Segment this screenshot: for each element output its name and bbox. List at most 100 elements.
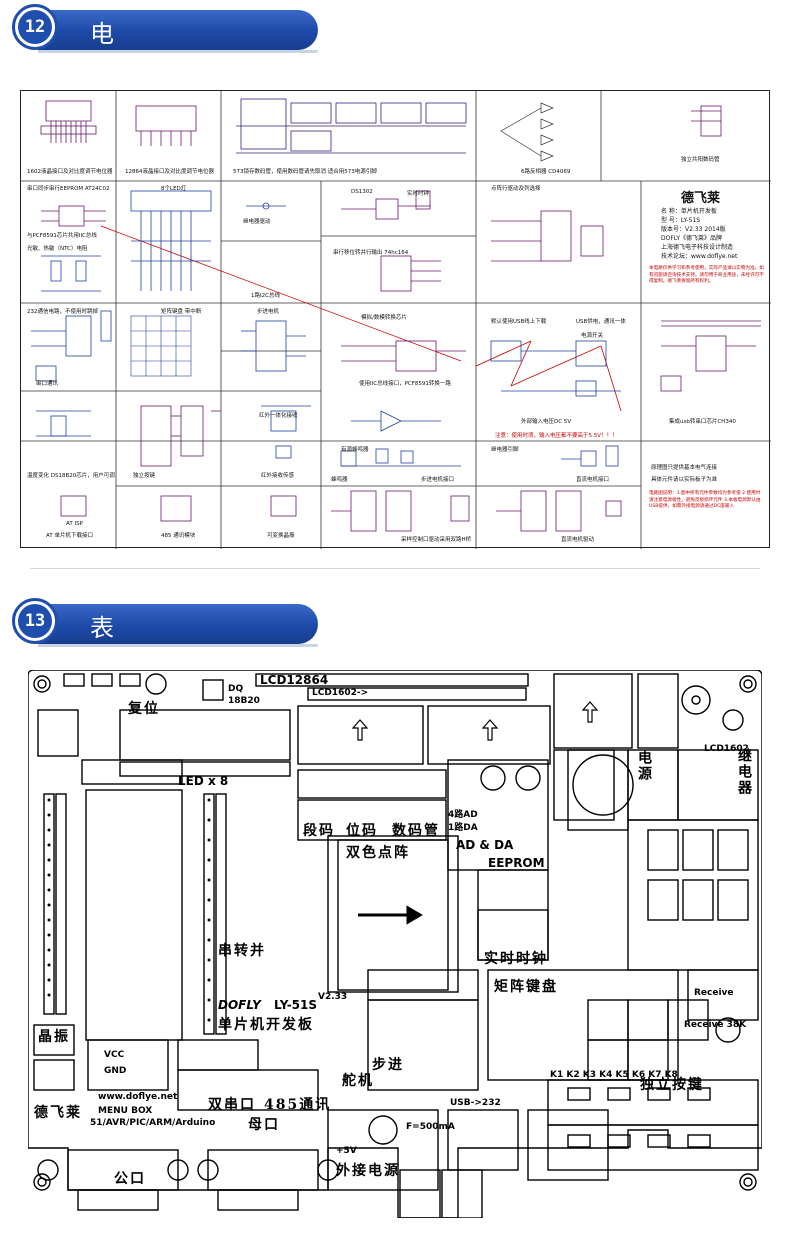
label-dot-matrix: 双色点阵 [346, 845, 410, 861]
tb-owner: DOFLY《德飞莱》品牌 [661, 235, 723, 242]
title-block: 德飞莱 名 称：单片机开发板 型 号：LY-51S 版本号：V2.33 2014… [661, 191, 761, 261]
pcb-drawing [28, 670, 762, 1218]
label-usb232: USB->232 [450, 1098, 501, 1108]
label-led8: LED x 8 [178, 774, 229, 788]
label-cd4069: 6路反相器 CD4069 [521, 169, 571, 175]
label-rs485: 485 通讯模块 [161, 533, 196, 539]
label-da1: 1路DA [448, 823, 478, 833]
section-number-badge: 13 [12, 598, 58, 644]
section-divider [30, 568, 760, 569]
label-ext-power: 外接电源 [336, 1163, 400, 1179]
label-warning-red: 注意：使用时须，输入电压都不要高于5.5V！！！ [495, 433, 618, 439]
label-dofly: DOFLY [218, 998, 261, 1012]
label-dot-matrix: 点阵行驱动及列选择 [491, 186, 541, 192]
label-ds18b20: 18B20 [228, 696, 260, 706]
label-hc164: 串行移位转并行输出 74hc164 [333, 250, 409, 256]
section-number: 12 [18, 10, 52, 44]
label-ad-da: 模拟/数模转换芯片 [361, 315, 407, 321]
label-power-switch: 电源开关 [581, 333, 604, 339]
label-vcc: VCC [104, 1050, 125, 1060]
label-lcd1602-right: LCD1602 [704, 744, 749, 754]
label-right-note2: 具体元件请以实际板子为准 [651, 477, 718, 483]
label-v5: +5V [336, 1146, 357, 1156]
label-power: 电源 [636, 750, 652, 782]
label-eeprom: EEPROM [488, 856, 545, 870]
label-dq: DQ [228, 684, 244, 694]
label-motor2: 直流电机接口 [576, 477, 610, 483]
label-exp: 可变换晶振 [267, 533, 295, 539]
pcb-silkscreen: LCD12864 LCD1602-> DQ 18B20 复位 LED x 8 数… [28, 670, 762, 1218]
label-digits: 573锁存数码管，使用数码管请先取消 适合用573电源引脚 [233, 169, 377, 175]
label-clock: 实时时钟 [407, 191, 430, 197]
label-i2c-note: 1路I2C总线 [251, 293, 280, 299]
tb-model: 型 号：LY-51S [661, 217, 701, 224]
label-receive: Receive [694, 988, 734, 998]
label-photo: 光敏、热敏（NTC）电阻 [27, 246, 88, 252]
label-mother-port: 母口 [248, 1117, 280, 1133]
label-model: LY-51S [274, 998, 318, 1012]
label-lcd1602: LCD1602-> [312, 688, 369, 698]
label-usb-power: 默认使用USB线上下载 [491, 319, 547, 325]
circuit-schematic: 1602液晶接口及对比度调节电位器 12864液晶接口及对比度调节电位器 573… [20, 90, 771, 549]
label-crystal: 晶振 [38, 1029, 70, 1045]
label-remote: 红外接收传感 [261, 473, 295, 479]
label-stepper: 步进电机 [257, 309, 280, 315]
section-number-badge: 12 [12, 4, 58, 50]
section-bar [38, 10, 318, 53]
label-adda: AD & DA [456, 838, 514, 852]
label-temp: 温度变化 DS18B20芯片，用户可调 [27, 473, 115, 479]
schematic-bottom-notes: 电路图说明：1.图中所有元件参数均为参考值 2.使用时请注意电源极性，避免反接损… [649, 491, 761, 509]
label-website: www.doflye.net [98, 1092, 178, 1102]
tb-brand: 德飞莱 [681, 191, 721, 206]
label-uart-port: 公口 [114, 1171, 146, 1187]
label-1602: 1602液晶接口及对比度调节电位器 [27, 169, 113, 175]
label-lcd12864: LCD12864 [260, 673, 329, 687]
tb-website: 技术论坛：www.doflye.net [661, 253, 738, 260]
label-menu-box: MENU BOX [98, 1106, 153, 1116]
label-stepper-ifc: 步进电机接口 [421, 477, 455, 483]
label-segment-select: 段码 [303, 823, 335, 839]
section-bar [38, 604, 318, 647]
label-keys-row: K1 K2 K3 K4 K5 K6 K7 K8 [550, 1070, 678, 1080]
label-adda: 使用IIC总线接口，PCF8591转换一路 [359, 381, 451, 387]
section-number: 13 [18, 604, 52, 638]
label-reset: 复位 [128, 701, 160, 717]
label-dual-uart: 双串口 [208, 1097, 256, 1113]
label-receive38k: Receive 38K [684, 1020, 747, 1030]
label-bit-select: 位码 [346, 823, 378, 839]
tb-version: 版本号：V2.33 2014版 [661, 226, 726, 233]
label-independent-keys: 独立按键 [640, 1077, 704, 1093]
label-current: F=500mA [406, 1122, 455, 1132]
label-eeprom: 串口同步串行EEPROM AT24C02 [27, 186, 110, 192]
label-gnd: GND [104, 1066, 127, 1076]
label-dev-board: 单片机开发板 [218, 1017, 314, 1033]
label-buzzer: 蜂鸣器 [331, 477, 348, 483]
label-motor-out: 采样控制口驱动采用双路H桥 [401, 537, 472, 543]
label-ch340: 集成usb转串口芯片CH340 [669, 419, 736, 425]
label-common-anode: 独立共阳数码管 [681, 157, 720, 163]
label-isp-sub: AT 单片机下载接口 [46, 533, 93, 539]
label-stepper: 步进 [372, 1057, 404, 1073]
tb-company: 上海德飞电子科技设计制造 [661, 244, 734, 251]
label-usb-iso: USB供电，通讯一体 [576, 319, 626, 325]
label-leds: 8个LED灯 [161, 186, 187, 192]
label-relay-drive: 继电器驱动 [243, 219, 271, 225]
label-12864: 12864液晶接口及对比度调节电位器 [125, 169, 214, 175]
section-title: 表面安装图 [90, 614, 115, 782]
label-isp: AT ISP [66, 521, 83, 527]
label-uart: 串口通讯 [36, 381, 59, 387]
label-key-mode: 独立按键 [133, 473, 156, 479]
label-brand: 德飞莱 [34, 1105, 82, 1121]
label-ds1302: DS1302 [351, 189, 373, 195]
label-digital-tube: 数码管 [392, 823, 440, 839]
label-right-note1: 原理图只提供基本电气连接 [651, 465, 718, 471]
label-beep-source: 有源蜂鸣器 [341, 447, 369, 453]
schematic-drawing [21, 91, 771, 549]
label-motor-drive: 直流电机驱动 [561, 537, 595, 543]
label-rtc: 实时时钟 [484, 951, 548, 967]
label-rs232: 232通信电路，不使用时跳掉 [27, 309, 98, 315]
label-iic: 与PCF8591芯片共用IIC总线 [27, 233, 97, 239]
label-ad4: 4路AD [448, 810, 478, 820]
label-arch: 51/AVR/PIC/ARM/Arduino [90, 1118, 216, 1128]
label-relay: 继电器 [736, 748, 752, 796]
